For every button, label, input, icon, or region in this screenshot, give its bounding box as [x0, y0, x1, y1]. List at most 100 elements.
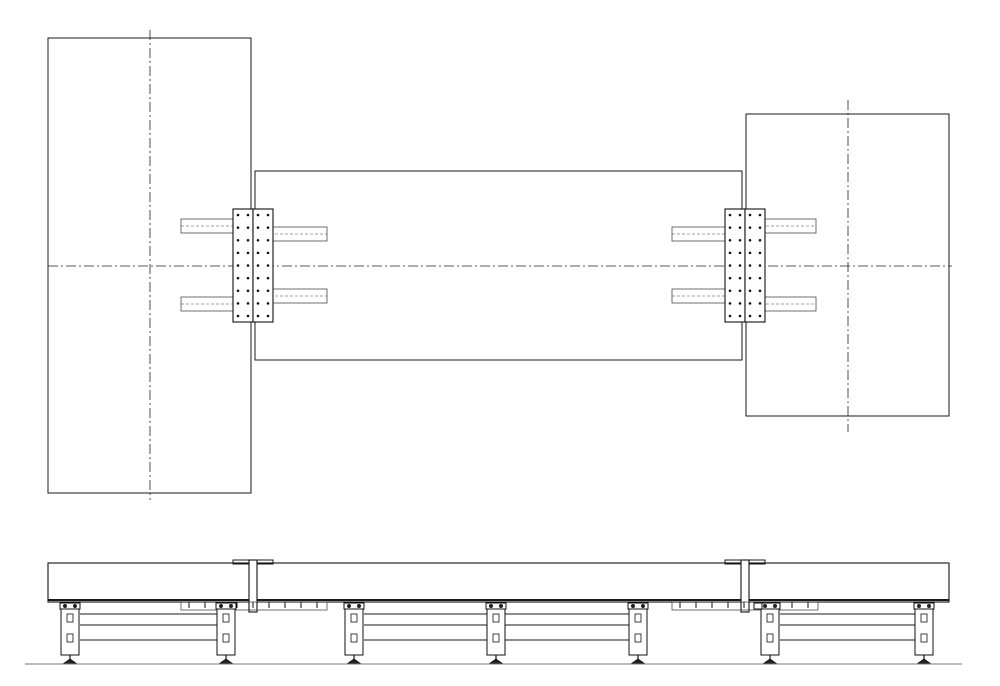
bolt — [748, 276, 752, 280]
rail-bay — [780, 613, 918, 641]
bolt — [246, 314, 250, 318]
bolt — [748, 289, 752, 293]
right-module — [745, 113, 950, 417]
leg-bolt — [347, 604, 351, 608]
leg-bolt — [73, 604, 77, 608]
bolt — [266, 226, 270, 229]
leg-bolt — [63, 604, 67, 608]
bolt — [246, 264, 250, 267]
leg-post — [486, 608, 506, 656]
leg-bolt — [489, 604, 493, 608]
leg-clamp — [766, 613, 774, 623]
leg-clamp — [222, 613, 230, 623]
leg-foot — [61, 658, 79, 665]
under-rod — [180, 601, 328, 611]
leg-foot — [629, 658, 647, 665]
leg-clamp — [920, 613, 928, 623]
bolt — [758, 264, 762, 267]
bolt — [748, 238, 752, 242]
bolt — [738, 289, 742, 293]
bolt — [748, 251, 752, 255]
bolt — [728, 213, 732, 217]
leg-post — [344, 608, 364, 656]
bolt — [256, 314, 260, 318]
leg-clamp — [634, 633, 642, 643]
leg-post — [628, 608, 648, 656]
bolt — [246, 251, 250, 255]
leg-bolt — [499, 604, 503, 608]
bolt — [738, 213, 742, 217]
leg-clamp — [66, 613, 74, 623]
elevation-view — [25, 559, 962, 665]
legs — [59, 602, 935, 665]
bolt — [728, 238, 732, 242]
plan-view — [47, 30, 952, 500]
bolt — [256, 289, 260, 293]
bolt — [256, 276, 260, 280]
bolt — [758, 314, 762, 318]
leg-clamp — [766, 633, 774, 643]
bolt — [256, 226, 260, 229]
plate-bolts — [728, 213, 762, 318]
bolt — [738, 264, 742, 267]
leg-clamp — [222, 633, 230, 643]
bolt — [266, 213, 270, 217]
leg-bracket — [753, 602, 763, 610]
leg-post — [760, 608, 780, 656]
bolt — [256, 302, 260, 305]
bolt — [728, 314, 732, 318]
middle-module — [254, 170, 743, 361]
leg-foot — [345, 658, 363, 665]
bolt — [748, 264, 752, 267]
bolt — [758, 213, 762, 217]
support-leg — [913, 602, 935, 665]
leg-bolt — [641, 604, 645, 608]
support-leg — [485, 602, 507, 665]
leg-bolt — [631, 604, 635, 608]
leg-bolt — [357, 604, 361, 608]
leg-clamp — [350, 633, 358, 643]
support-leg — [759, 602, 781, 665]
leg-bolt — [773, 604, 777, 608]
bolt — [728, 264, 732, 267]
bolt — [246, 302, 250, 305]
leg-clamp — [66, 633, 74, 643]
leg-clamp — [350, 613, 358, 623]
bolt — [266, 238, 270, 242]
bolt — [738, 226, 742, 229]
bolt — [728, 251, 732, 255]
bolt — [738, 251, 742, 255]
leg-foot — [761, 658, 779, 665]
bolt — [246, 276, 250, 280]
right-connection — [671, 208, 817, 323]
bolt — [266, 289, 270, 293]
bolt — [758, 276, 762, 280]
bolt — [738, 276, 742, 280]
bolt — [758, 251, 762, 255]
deck-beam — [47, 562, 950, 603]
leg-clamp — [920, 633, 928, 643]
bolt — [266, 251, 270, 255]
leg-bolt — [763, 604, 767, 608]
bolt — [236, 251, 240, 255]
bolt — [748, 302, 752, 305]
bolt — [256, 238, 260, 242]
bolt — [236, 238, 240, 242]
bolt — [256, 213, 260, 217]
leg-post — [914, 608, 934, 656]
support-leg — [343, 602, 365, 665]
leg-clamp — [492, 633, 500, 643]
bolt — [236, 213, 240, 217]
bolt — [266, 302, 270, 305]
bolt — [266, 276, 270, 280]
bolt — [266, 264, 270, 267]
bolt — [748, 226, 752, 229]
bolt — [758, 226, 762, 229]
support-leg — [753, 602, 763, 610]
bolt — [728, 226, 732, 229]
bolt — [236, 302, 240, 305]
bolt — [748, 213, 752, 217]
leg-post — [60, 608, 80, 656]
bolt — [758, 238, 762, 242]
